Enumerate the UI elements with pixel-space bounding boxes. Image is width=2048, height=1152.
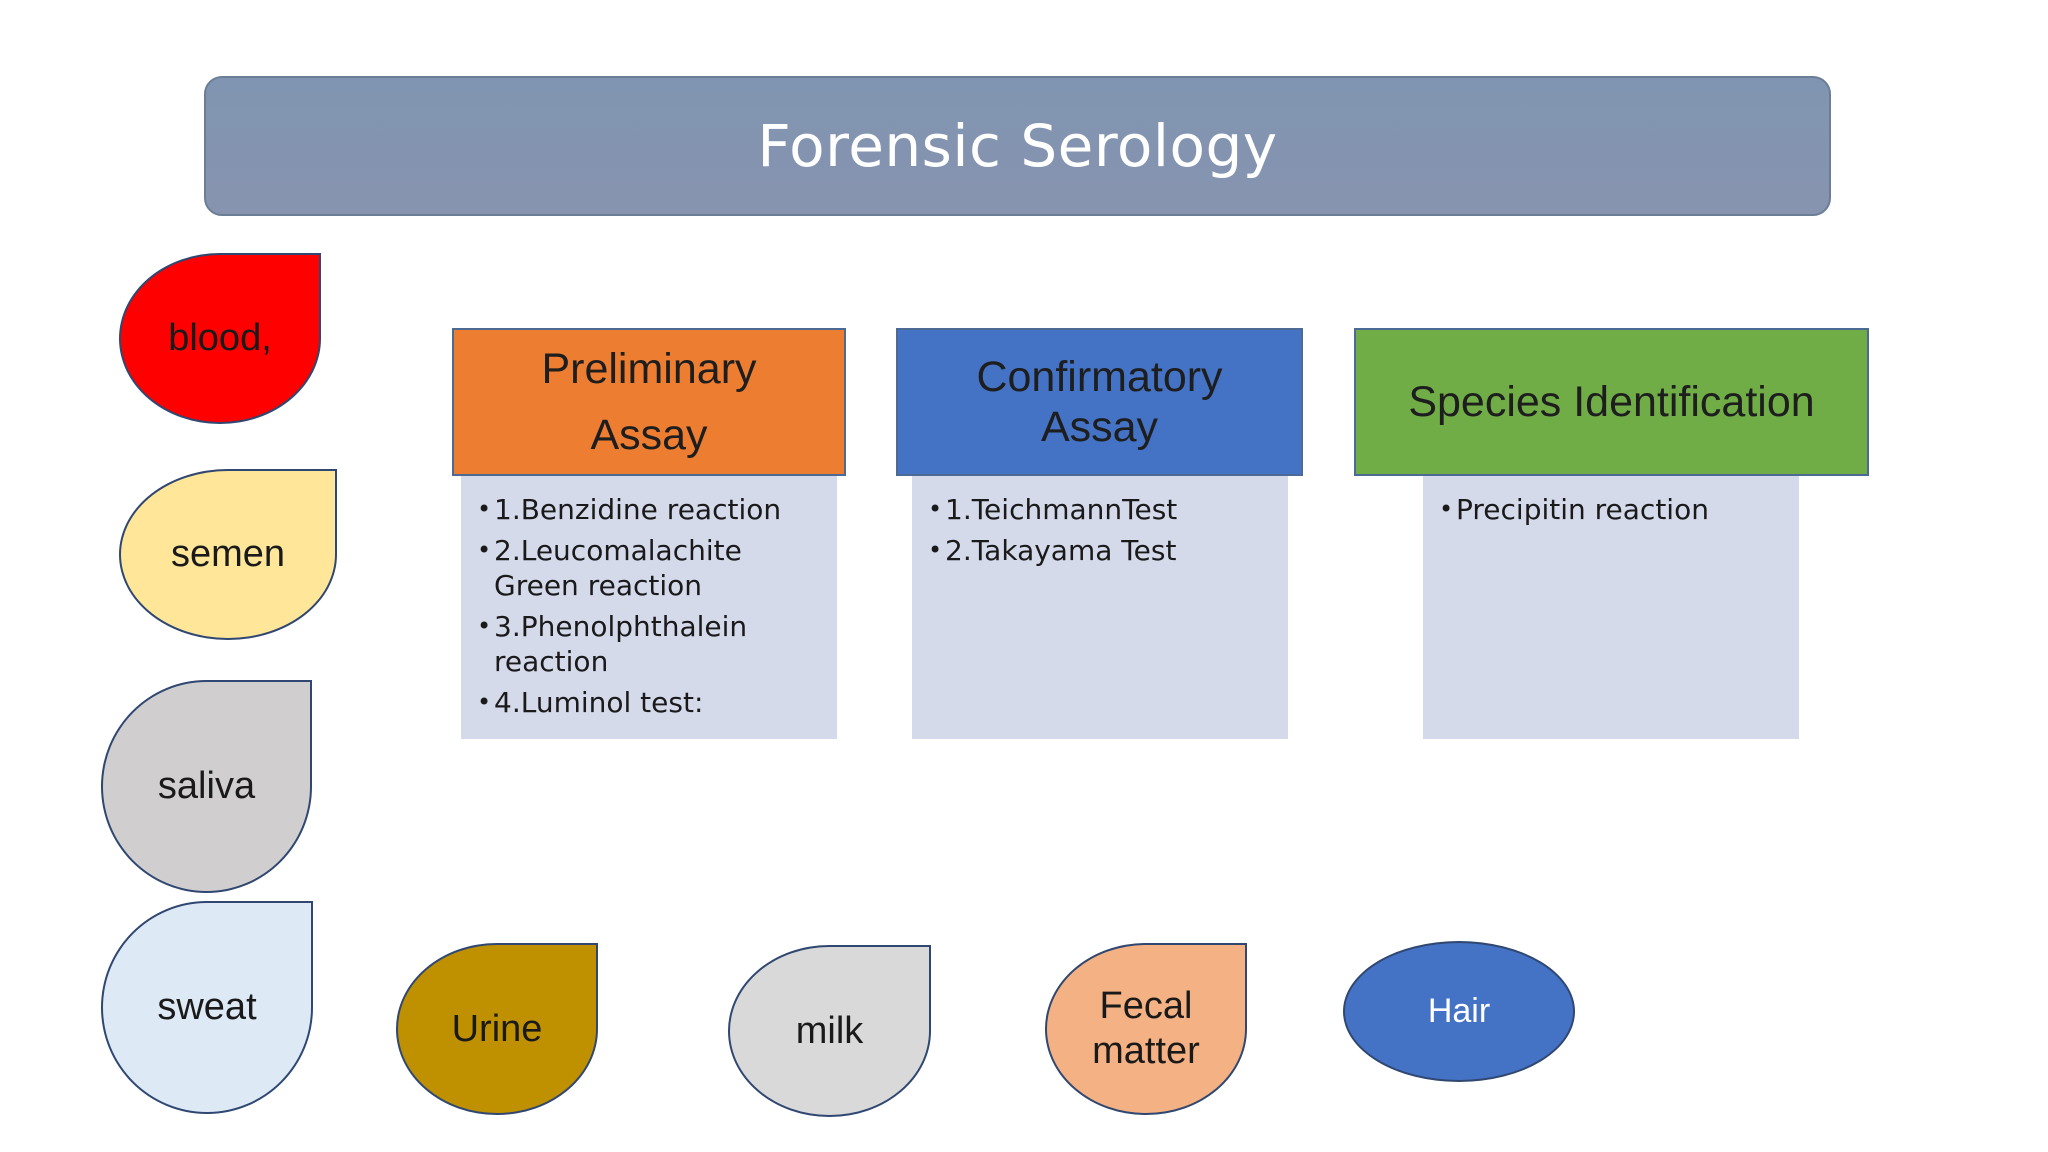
sample-hair: Hair xyxy=(1343,941,1575,1082)
assay-item: •1.Benzidine reaction xyxy=(477,493,782,526)
assay-header-preliminary: Preliminary Assay xyxy=(452,328,846,476)
assay-header-species: Species Identification xyxy=(1354,328,1869,476)
sample-label: saliva xyxy=(157,765,256,808)
sample-label: Hair xyxy=(1427,992,1491,1031)
sample-label: semen xyxy=(170,533,286,576)
sample-label: blood, xyxy=(168,317,272,360)
assay-item: •2.Leucomalachite Green reaction xyxy=(477,534,742,602)
sample-fecal-matter: Fecal matter xyxy=(1045,943,1247,1115)
sample-label: milk xyxy=(795,1009,864,1052)
assay-body-preliminary: •1.Benzidine reaction •2.Leucomalachite … xyxy=(461,476,837,739)
sample-label: Urine xyxy=(451,1007,543,1050)
sample-label: Fecal matter xyxy=(1092,985,1200,1072)
assay-item: •2.Takayama Test xyxy=(928,534,1177,567)
assay-header-confirmatory: Confirmatory Assay xyxy=(896,328,1303,476)
sample-blood: blood, xyxy=(119,253,321,424)
assay-item: •3.Phenolphthalein reaction xyxy=(477,610,748,678)
assay-item: •Precipitin reaction xyxy=(1439,493,1709,526)
sample-urine: Urine xyxy=(396,943,598,1115)
assay-item-list: •1.TeichmannTest •2.Takayama Test xyxy=(928,492,1272,568)
assay-item-list: •Precipitin reaction xyxy=(1439,492,1783,527)
assay-body-confirmatory: •1.TeichmannTest •2.Takayama Test xyxy=(912,476,1288,739)
sample-saliva: saliva xyxy=(101,680,312,893)
assay-heading: Species Identification xyxy=(1408,377,1815,426)
assay-item: •4.Luminol test: xyxy=(477,686,704,719)
assay-item-list: •1.Benzidine reaction •2.Leucomalachite … xyxy=(477,492,821,720)
sample-label: sweat xyxy=(157,986,257,1029)
assay-heading: Confirmatory Assay xyxy=(976,353,1223,451)
sample-semen: semen xyxy=(119,469,337,640)
assay-item: •1.TeichmannTest xyxy=(928,493,1178,526)
assay-heading: Preliminary Assay xyxy=(541,345,757,459)
diagram-title: Forensic Serology xyxy=(757,112,1278,180)
sample-sweat: sweat xyxy=(101,901,313,1114)
assay-body-species: •Precipitin reaction xyxy=(1423,476,1799,739)
sample-milk: milk xyxy=(728,945,931,1117)
title-banner: Forensic Serology xyxy=(204,76,1831,216)
